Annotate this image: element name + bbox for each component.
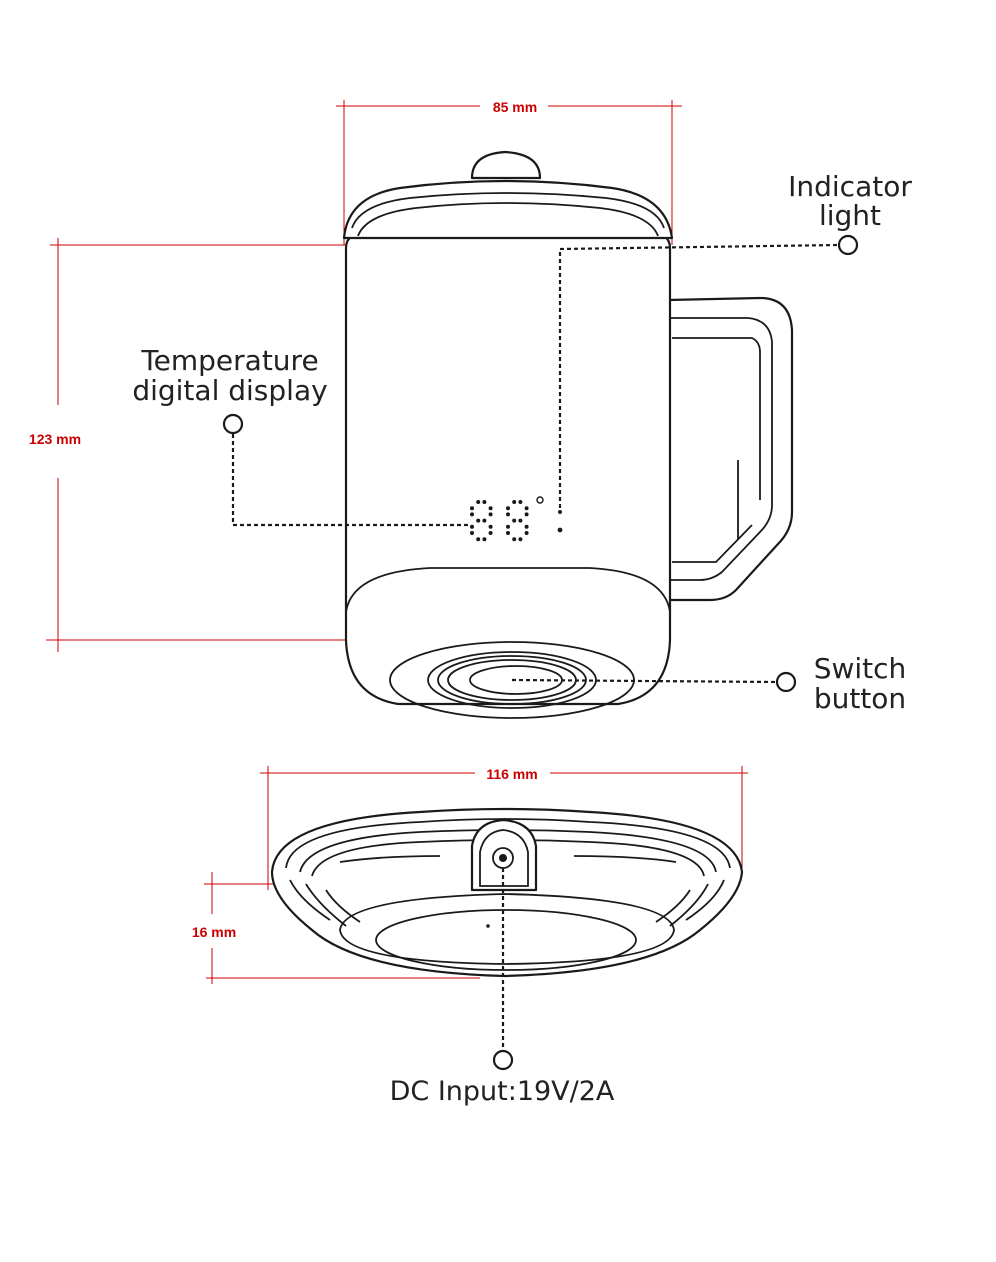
display-dot bbox=[506, 512, 510, 517]
degree-symbol bbox=[536, 496, 544, 504]
display-dot bbox=[476, 518, 481, 523]
temperature-display-marker bbox=[222, 413, 244, 435]
display-dot bbox=[488, 512, 493, 517]
mug-handle bbox=[666, 296, 794, 602]
indicator-light-leader bbox=[558, 234, 859, 508]
display-dot bbox=[518, 518, 523, 523]
callout-switch-line2: button bbox=[814, 682, 906, 715]
display-dot bbox=[482, 518, 487, 523]
display-dot bbox=[488, 524, 493, 529]
display-dot bbox=[476, 537, 481, 542]
display-dot bbox=[518, 537, 523, 542]
display-dot bbox=[488, 531, 493, 535]
temperature-display-digits bbox=[470, 496, 544, 542]
callout-temperature-line1: Temperature bbox=[140, 344, 318, 377]
callout-switch-line1: Switch bbox=[814, 652, 907, 685]
dimension-16mm: 16 mm bbox=[192, 872, 480, 984]
display-dot bbox=[524, 531, 529, 535]
display-dot bbox=[512, 518, 517, 523]
dc-input-marker bbox=[492, 1049, 514, 1071]
dimension-85mm: 85 mm bbox=[336, 99, 682, 245]
display-dot bbox=[512, 500, 517, 504]
callout-indicator-light-line1: Indicator bbox=[788, 170, 912, 203]
switch-button-leader bbox=[511, 671, 797, 693]
mug-lid bbox=[342, 150, 674, 240]
display-dot bbox=[524, 512, 529, 517]
display-dot bbox=[488, 506, 493, 511]
charging-base bbox=[270, 807, 744, 978]
temperature-display-leader bbox=[222, 413, 470, 527]
dimension-label-base-width: 116 mm bbox=[486, 766, 537, 782]
display-dot bbox=[470, 506, 474, 511]
dimension-123mm: 123 mm bbox=[29, 238, 345, 652]
switch-button-marker bbox=[775, 671, 797, 693]
display-dot bbox=[506, 506, 510, 511]
display-dot bbox=[470, 512, 474, 517]
callout-indicator-light-line2: light bbox=[819, 199, 881, 232]
display-dot bbox=[506, 531, 510, 535]
display-dot bbox=[482, 537, 487, 542]
display-dot bbox=[482, 500, 487, 504]
dimension-label-mug-width: 85 mm bbox=[493, 99, 537, 115]
indicator-light-marker bbox=[837, 234, 859, 256]
dimension-116mm: 116 mm bbox=[260, 766, 748, 890]
callout-dc-input: DC Input:19V/2A bbox=[390, 1076, 615, 1107]
callout-temperature-line2: digital display bbox=[132, 374, 327, 407]
indicator-light-dot bbox=[557, 527, 563, 533]
display-dot bbox=[524, 524, 529, 529]
mug-body bbox=[344, 234, 672, 706]
dc-input-leader bbox=[492, 868, 514, 1071]
display-dot bbox=[470, 524, 474, 529]
display-dot bbox=[470, 531, 474, 535]
display-dot bbox=[476, 500, 481, 504]
display-dot bbox=[506, 524, 510, 529]
dimension-label-mug-height: 123 mm bbox=[29, 431, 81, 447]
display-dot bbox=[518, 500, 523, 504]
dimension-label-base-height: 16 mm bbox=[192, 924, 236, 940]
display-dot bbox=[512, 537, 517, 542]
indicator-light-dot-upper bbox=[558, 510, 562, 514]
display-dot bbox=[524, 506, 529, 511]
